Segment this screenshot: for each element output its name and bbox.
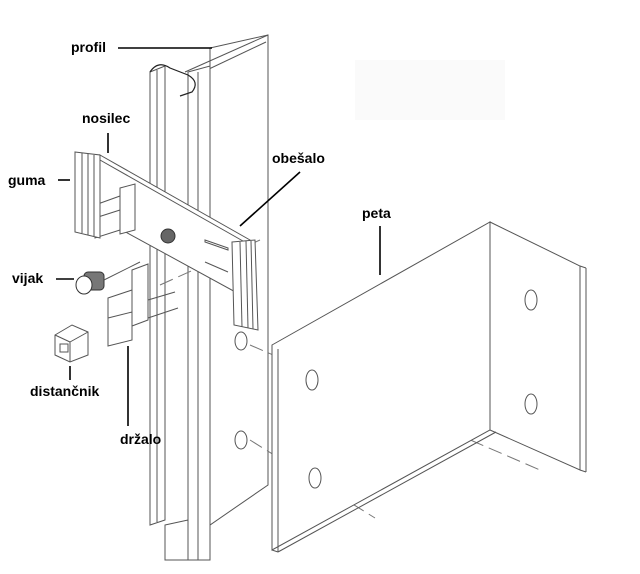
screw-hole-icon [160, 228, 176, 244]
vijak-part [75, 261, 141, 295]
label-nosilec: nosilec [82, 110, 131, 126]
background-patch [355, 60, 505, 120]
leader-obesalo [239, 171, 301, 227]
label-peta: peta [362, 205, 391, 221]
drzalo-part [107, 263, 179, 347]
label-profil: profil [71, 39, 106, 55]
label-drzalo: držalo [120, 431, 162, 447]
nosilec-part [74, 151, 259, 331]
label-obesalo: obešalo [272, 150, 325, 166]
peta-part [271, 221, 587, 553]
label-distancnik: distančnik [30, 383, 100, 399]
label-guma: guma [8, 172, 46, 188]
distancnik-part [54, 324, 89, 363]
profile-part [149, 34, 269, 561]
label-vijak: vijak [12, 270, 44, 286]
